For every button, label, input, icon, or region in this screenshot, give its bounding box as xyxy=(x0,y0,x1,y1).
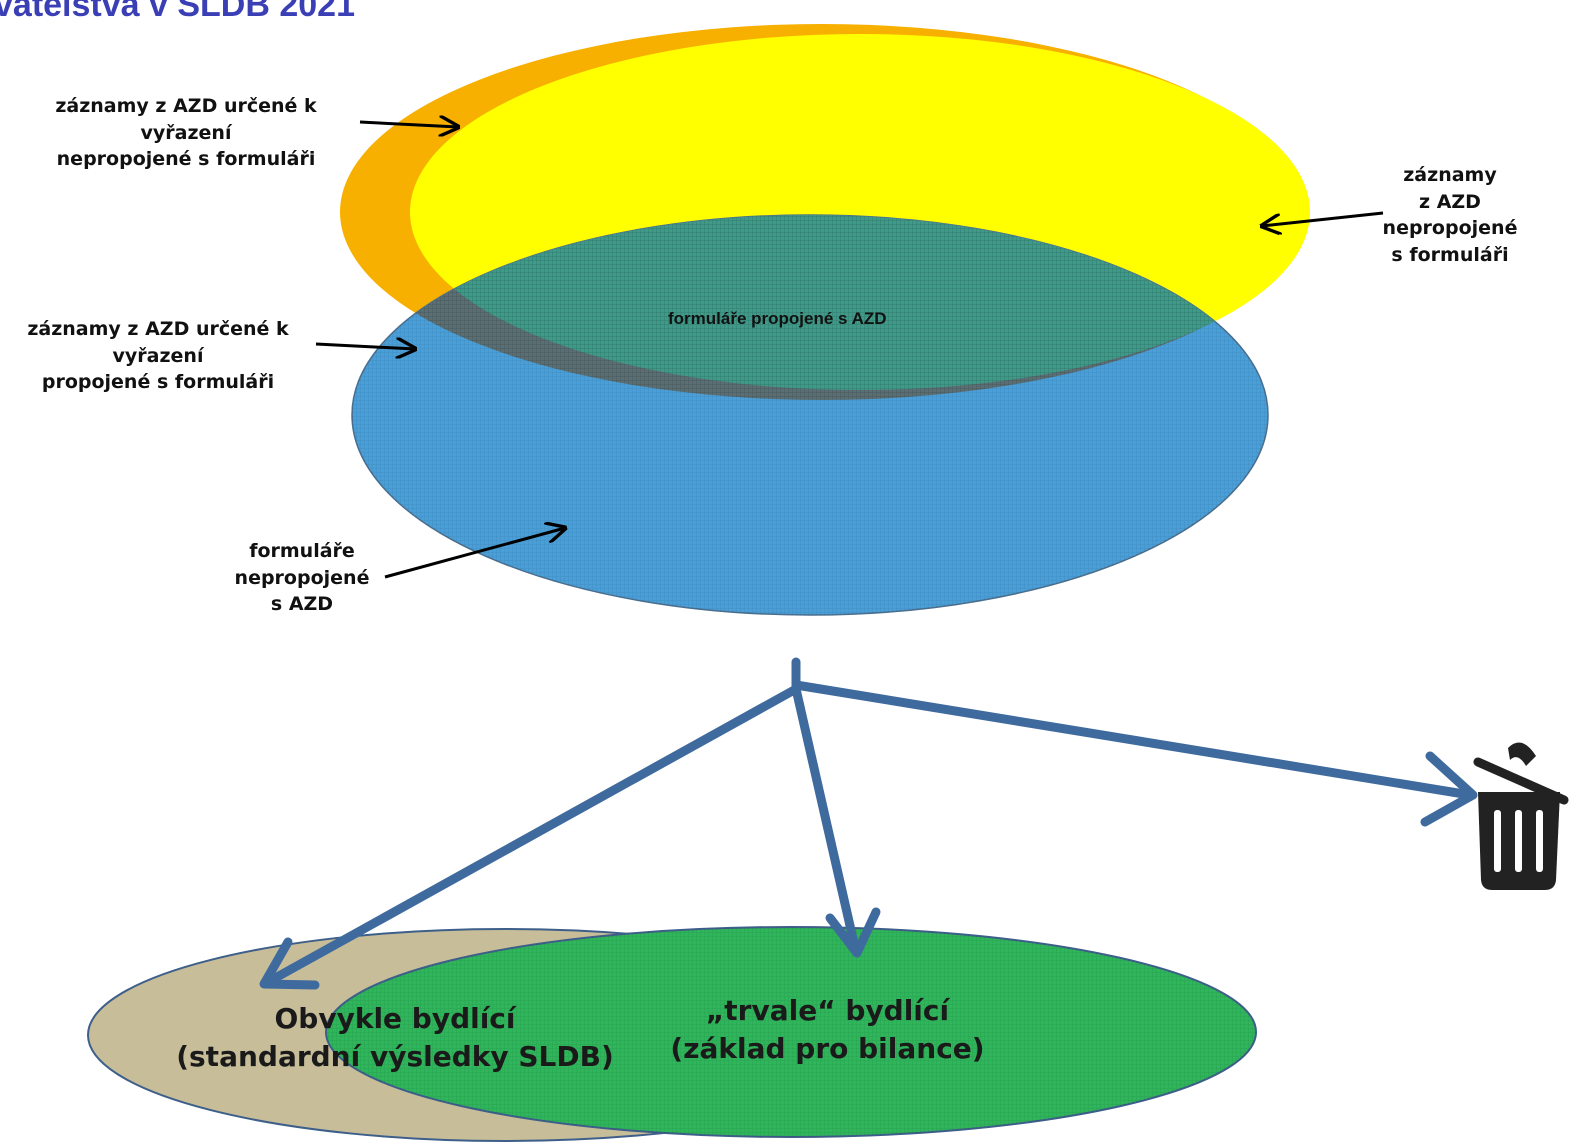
flow-arrows xyxy=(259,657,1478,990)
label-line: vyřazení xyxy=(112,344,204,367)
flow-line-trash xyxy=(791,680,1475,800)
label-line: z AZD xyxy=(1419,190,1481,213)
pointer-excluded-unlinked xyxy=(359,122,458,127)
trash-can-icon xyxy=(1473,742,1569,890)
flow-head-usual xyxy=(259,937,320,990)
flow-line-usual xyxy=(263,684,801,987)
label-line: s formuláři xyxy=(1391,243,1509,266)
label-line: „trvale“ bydlící xyxy=(705,994,950,1027)
pointer-azd-unlinked xyxy=(1262,211,1384,226)
label-usual-residents: Obvykle bydlící (standardní výsledky SLD… xyxy=(160,1000,630,1076)
label-azd-unlinked: záznamy z AZD nepropojené s formuláři xyxy=(1360,162,1540,268)
flow-line-permanent xyxy=(791,684,861,957)
flow-head-trash xyxy=(1420,751,1478,827)
label-line: nepropojené s formuláři xyxy=(56,148,316,171)
label-line: záznamy z AZD určené k xyxy=(27,318,289,340)
label-line: formuláře xyxy=(249,540,355,562)
label-line: (standardní výsledky SLDB) xyxy=(176,1039,614,1073)
label-line: nepropojené xyxy=(1382,217,1518,240)
pointer-forms-unlinked xyxy=(384,528,565,579)
label-line: propojené s formuláři xyxy=(41,371,275,394)
pointer-excluded-linked xyxy=(315,344,415,349)
label-line: Obvykle bydlící xyxy=(274,1002,516,1035)
label-line: záznamy xyxy=(1403,164,1497,186)
label-line: (základ pro bilance) xyxy=(670,1031,985,1065)
label-linked: formuláře propojené s AZD xyxy=(668,309,887,328)
label-excluded-unlinked: záznamy z AZD určené k vyřazení nepropoj… xyxy=(36,93,336,173)
grid-texture-blue xyxy=(352,215,1268,615)
label-permanent-residents: „trvale“ bydlící (základ pro bilance) xyxy=(655,992,1000,1068)
label-line: vyřazení xyxy=(140,121,232,144)
flow-head-permanent xyxy=(825,907,881,958)
grid-texture-green xyxy=(326,927,1256,1137)
label-line: s AZD xyxy=(270,593,334,616)
label-line: nepropojené xyxy=(234,566,370,589)
label-forms-unlinked: formuláře nepropojené s AZD xyxy=(212,538,392,618)
label-line: záznamy z AZD určené k xyxy=(55,95,317,117)
label-excluded-linked: záznamy z AZD určené k vyřazení propojen… xyxy=(8,316,308,396)
page-title: vatelstva v SLDB 2021 xyxy=(0,0,355,24)
